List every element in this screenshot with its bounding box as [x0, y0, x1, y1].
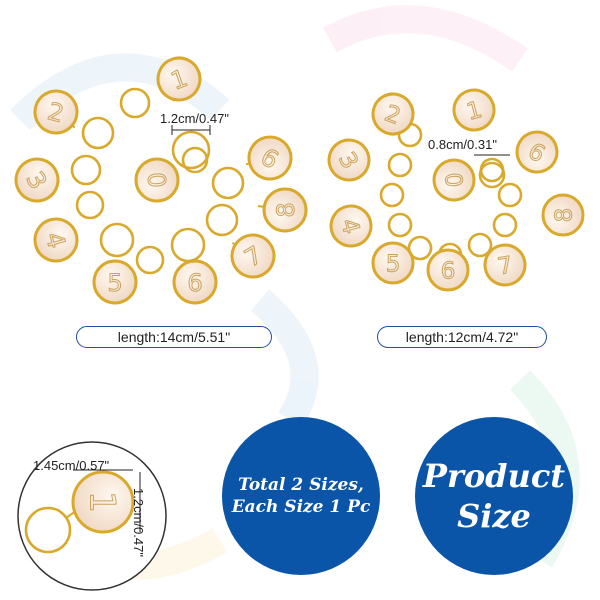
number-charm: 8	[262, 187, 308, 233]
number-charm: 5	[92, 259, 138, 305]
stitch-marker-set-large: 1 2 3 4 5 67 8 9 0	[14, 56, 308, 305]
charm-number: 1	[464, 97, 485, 126]
charm-disc	[329, 204, 373, 248]
jump-ring	[492, 212, 518, 238]
charm-disc	[371, 92, 415, 136]
ring-dimension-large: 1.2cm/0.47"	[160, 111, 229, 126]
charm-disc	[156, 56, 202, 102]
jump-ring	[170, 227, 206, 263]
charm-height-dimension: 1.2cm/0.47"	[131, 488, 146, 557]
product-line-2: Size	[457, 497, 531, 535]
charm-disc	[33, 217, 79, 263]
number-charm: 4	[33, 217, 79, 263]
length-label-small: length:12cm/4.72"	[377, 326, 547, 348]
charm-number: 0	[143, 171, 172, 189]
charm-number: 4	[40, 229, 71, 251]
jump-ring	[119, 87, 151, 119]
charm-number: 0	[442, 171, 469, 188]
charm-disc	[134, 157, 180, 203]
charm-number: 1	[81, 491, 121, 513]
product-line-1: Product	[422, 457, 566, 495]
number-charm: 7	[483, 243, 527, 287]
jump-ring	[70, 154, 102, 186]
sizes-info-badge: Total 2 Sizes, Each Size 1 Pc	[222, 417, 380, 575]
charm-number: 4	[335, 216, 364, 237]
charm-disc	[247, 135, 293, 181]
charm-disc	[262, 187, 308, 233]
jump-ring	[387, 152, 413, 178]
jump-ring	[467, 232, 493, 258]
charm-disc	[371, 241, 415, 285]
jump-ring	[407, 235, 433, 261]
charm-disc	[426, 248, 470, 292]
number-charm: 1	[156, 56, 202, 102]
jump-ring	[211, 166, 245, 200]
jump-ring	[387, 212, 413, 238]
number-charm: 2	[33, 89, 79, 135]
charm-number: 5	[386, 251, 401, 277]
ring-dimension-small: 0.8cm/0.31"	[428, 137, 497, 152]
sizes-line-2: Each Size 1 Pc	[231, 497, 371, 517]
charm-disc	[92, 259, 138, 305]
number-charm: 5	[371, 241, 415, 285]
number-charm: 0	[432, 158, 476, 202]
charm-disc	[230, 233, 276, 279]
number-charm: 8	[541, 193, 585, 237]
number-charm: 3	[14, 157, 60, 203]
charm-disc	[14, 157, 60, 203]
number-charm: 3	[327, 138, 371, 182]
number-charm: 1	[71, 470, 135, 534]
number-charm: 2	[371, 92, 415, 136]
charm-disc	[432, 158, 476, 202]
charm-disc	[33, 89, 79, 135]
charm-number: 6	[441, 258, 456, 284]
jump-ring	[478, 161, 506, 189]
jump-ring	[379, 182, 405, 208]
charm-number: 2	[45, 97, 67, 128]
jump-ring	[81, 116, 115, 150]
number-charm: 4	[329, 204, 373, 248]
product-size-badge: Product Size	[415, 417, 573, 575]
jump-ring	[135, 245, 165, 275]
jump-ring	[24, 506, 72, 554]
jump-ring	[75, 190, 105, 220]
charm-disc	[483, 243, 527, 287]
jump-ring	[205, 203, 239, 237]
charm-number: 6	[187, 269, 202, 297]
charm-disc	[515, 130, 559, 174]
charm-disc	[172, 259, 218, 305]
charm-number: 7	[496, 252, 515, 280]
number-charm: 6	[172, 259, 218, 305]
number-charm: 1	[452, 88, 496, 132]
jump-ring	[171, 130, 211, 170]
number-charm: 6	[426, 248, 470, 292]
jump-ring	[497, 182, 523, 208]
charm-number: 8	[551, 208, 577, 223]
charm-disc	[71, 470, 135, 534]
number-charm: 9	[515, 130, 559, 174]
number-charm: 9	[247, 135, 293, 181]
number-charm: 7	[230, 233, 276, 279]
jump-ring	[99, 222, 135, 258]
charm-number: 5	[107, 269, 122, 297]
number-charm: 0	[134, 157, 180, 203]
sizes-line-1: Total 2 Sizes,	[238, 475, 364, 495]
charm-disc	[452, 88, 496, 132]
charm-disc	[327, 138, 371, 182]
single-charm-detail: 1	[17, 441, 167, 591]
charm-number: 8	[272, 202, 300, 217]
charm-disc	[541, 193, 585, 237]
length-label-large: length:14cm/5.51"	[76, 326, 272, 348]
charm-width-dimension: 1.45cm/0.57"	[33, 458, 110, 473]
